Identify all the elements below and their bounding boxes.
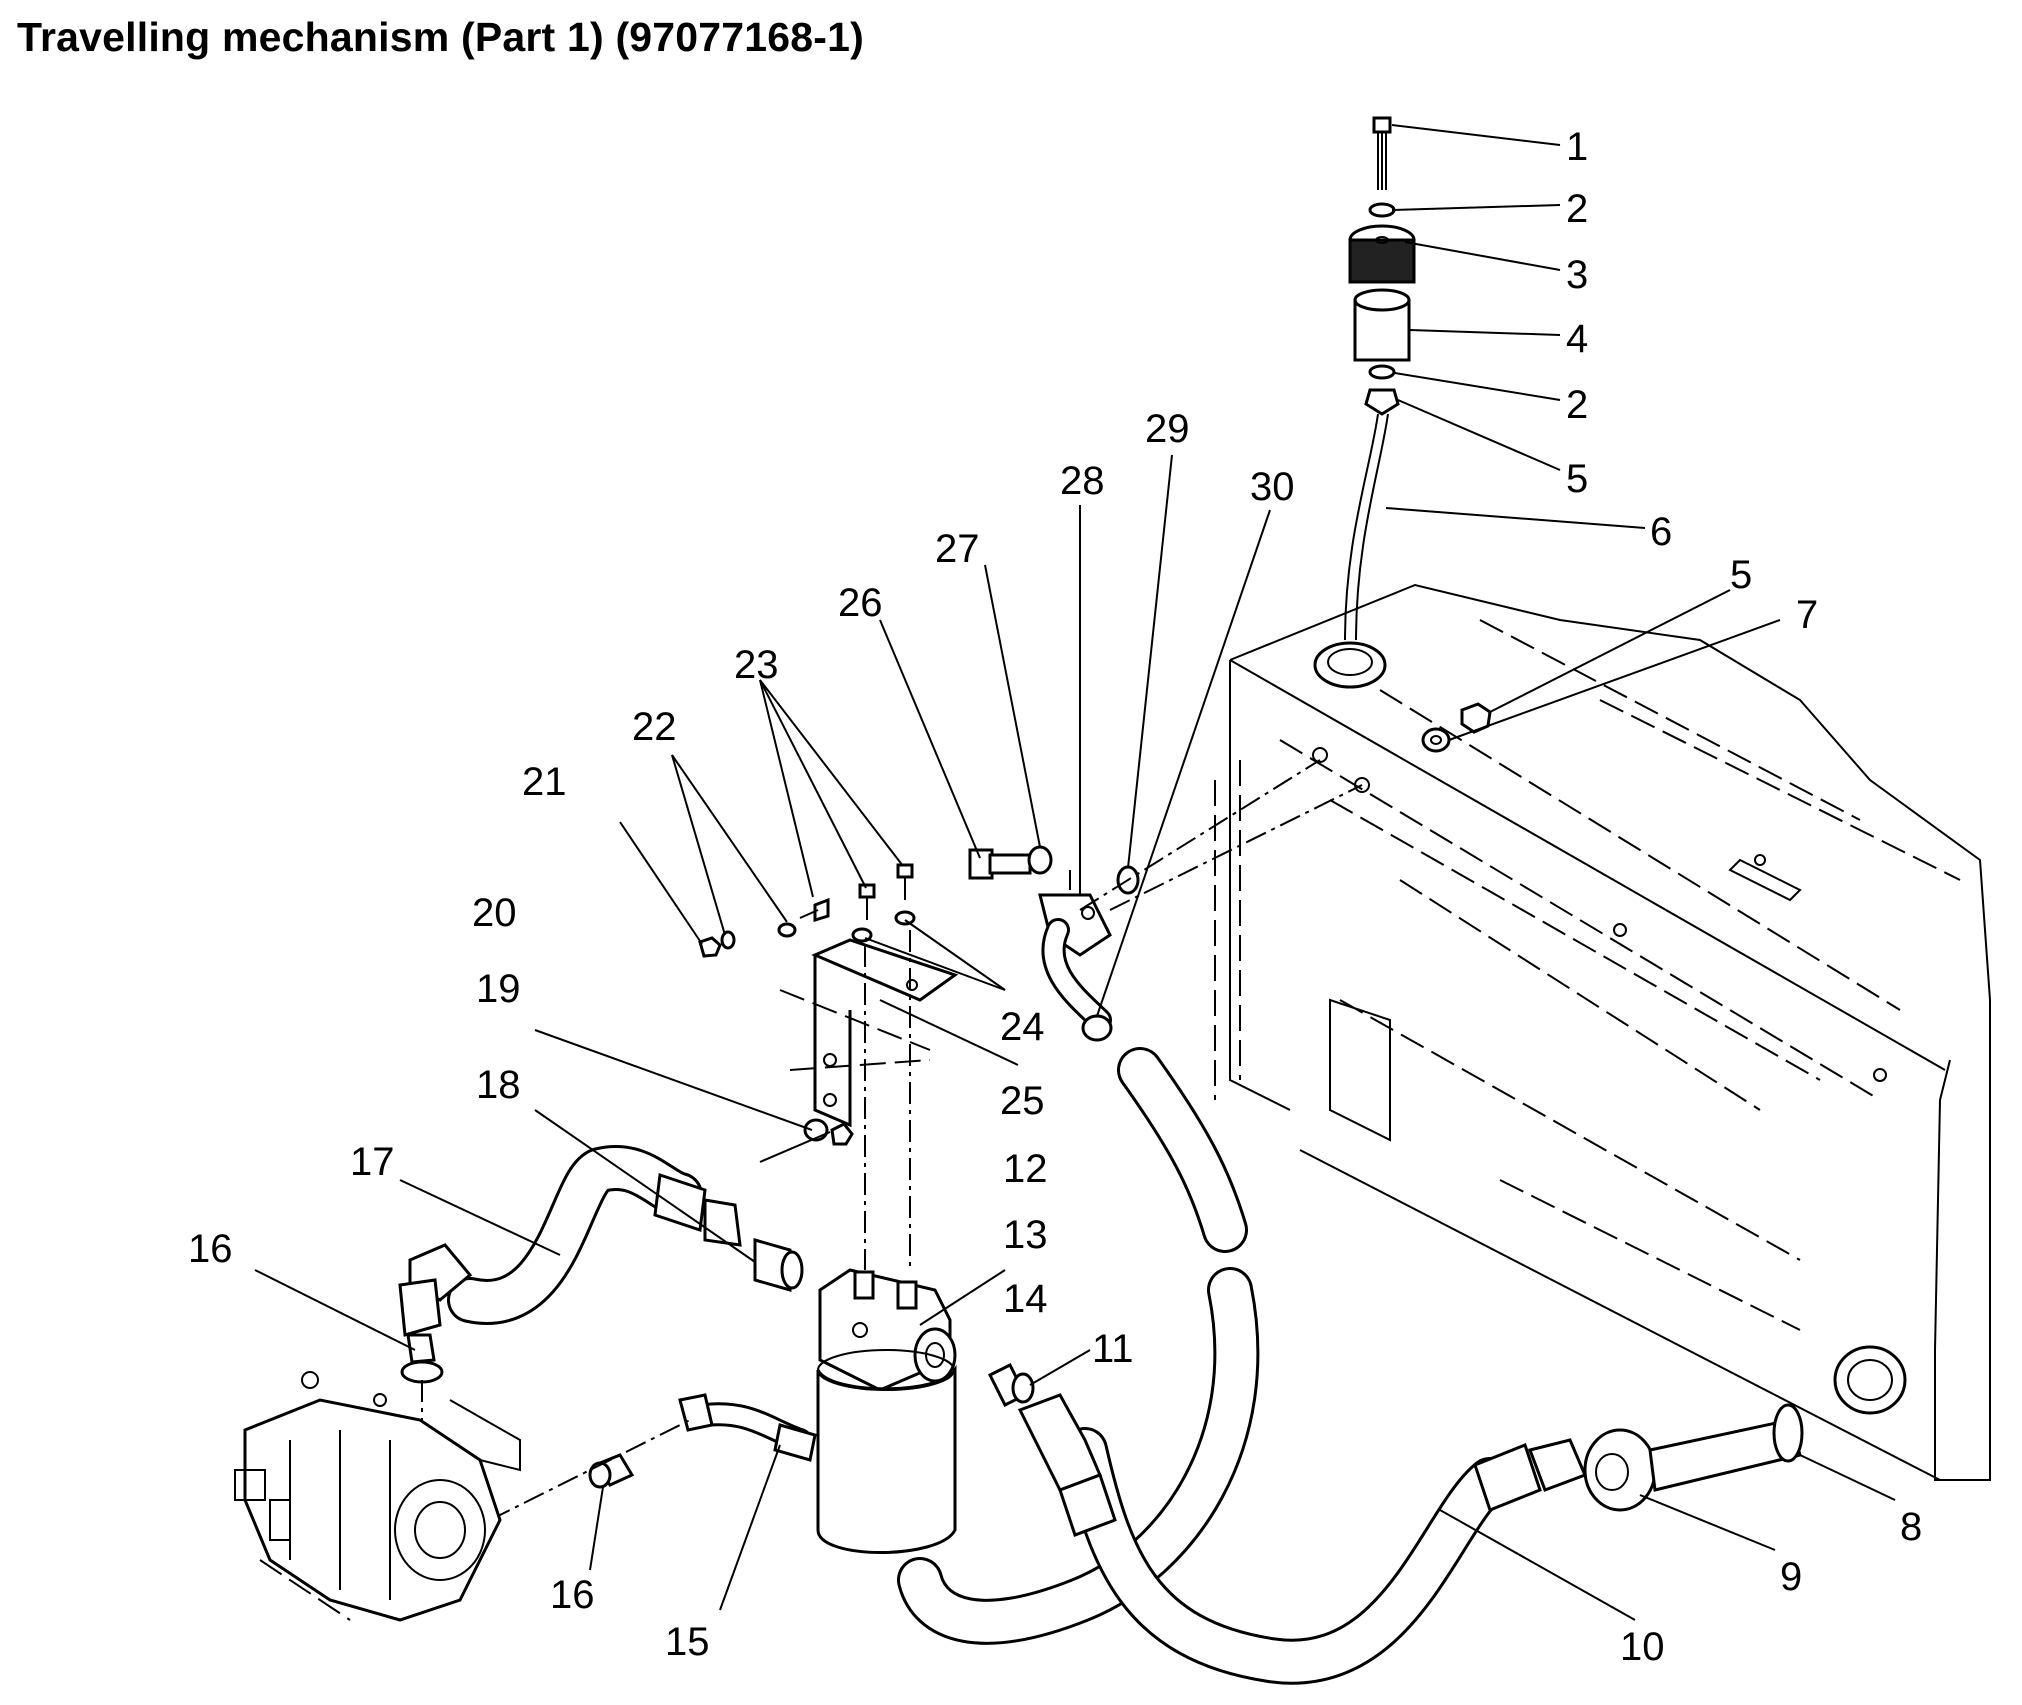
callout-30: 30 [1250, 465, 1295, 509]
callout-29: 29 [1145, 407, 1190, 451]
callout-28: 28 [1060, 459, 1105, 503]
callout-17: 17 [350, 1140, 395, 1184]
filter-bracket [698, 759, 1363, 1270]
tank-fittings [1421, 702, 1492, 753]
callout-16b: 16 [550, 1573, 595, 1617]
callout-14: 14 [1003, 1277, 1048, 1321]
callout-5: 5 [1566, 457, 1588, 501]
callout-2b: 2 [1566, 383, 1588, 427]
callout-23: 23 [734, 643, 779, 687]
callout-9: 9 [1780, 1555, 1802, 1599]
callout-1: 1 [1566, 125, 1588, 169]
callout-22: 22 [632, 705, 677, 749]
callout-12: 12 [1003, 1147, 1048, 1191]
callout-21: 21 [522, 760, 567, 804]
callout-4: 4 [1566, 317, 1588, 361]
callout-20: 20 [472, 891, 517, 935]
leader-lines [254, 124, 1896, 1621]
breather-assembly [1344, 116, 1416, 641]
return-line [897, 893, 1260, 1645]
callout-16: 16 [188, 1227, 233, 1271]
page-title: Travelling mechanism (Part 1) (97077168-… [17, 14, 865, 60]
bracket-bolts [968, 845, 1140, 895]
callout-5b: 5 [1730, 553, 1752, 597]
callout-24: 24 [1000, 1005, 1045, 1049]
callout-27: 27 [935, 527, 980, 571]
callout-19: 19 [476, 967, 521, 1011]
callout-11: 11 [1092, 1327, 1134, 1371]
callout-8: 8 [1900, 1505, 1922, 1549]
callout-3: 3 [1566, 253, 1588, 297]
callout-15: 15 [665, 1620, 710, 1664]
pressure-hose [398, 1145, 804, 1384]
callout-18: 18 [476, 1063, 521, 1107]
hydraulic-pump [234, 1371, 521, 1622]
callout-13: 13 [1003, 1213, 1048, 1257]
callout-7: 7 [1796, 593, 1818, 637]
oil-filter [816, 1268, 957, 1554]
callout-26: 26 [838, 581, 883, 625]
tank-frame [1214, 583, 1991, 1481]
hose-15 [421, 1380, 817, 1521]
suction-line [1017, 1393, 1804, 1685]
callout-6: 6 [1650, 510, 1672, 554]
callout-25: 25 [1000, 1079, 1045, 1123]
fitting-11 [987, 1362, 1035, 1408]
callout-10: 10 [1620, 1625, 1665, 1669]
callout-labels: 1 2 3 4 2 5 6 5 7 8 9 10 11 12 13 14 15 … [188, 125, 1922, 1669]
callout-2: 2 [1566, 187, 1588, 231]
